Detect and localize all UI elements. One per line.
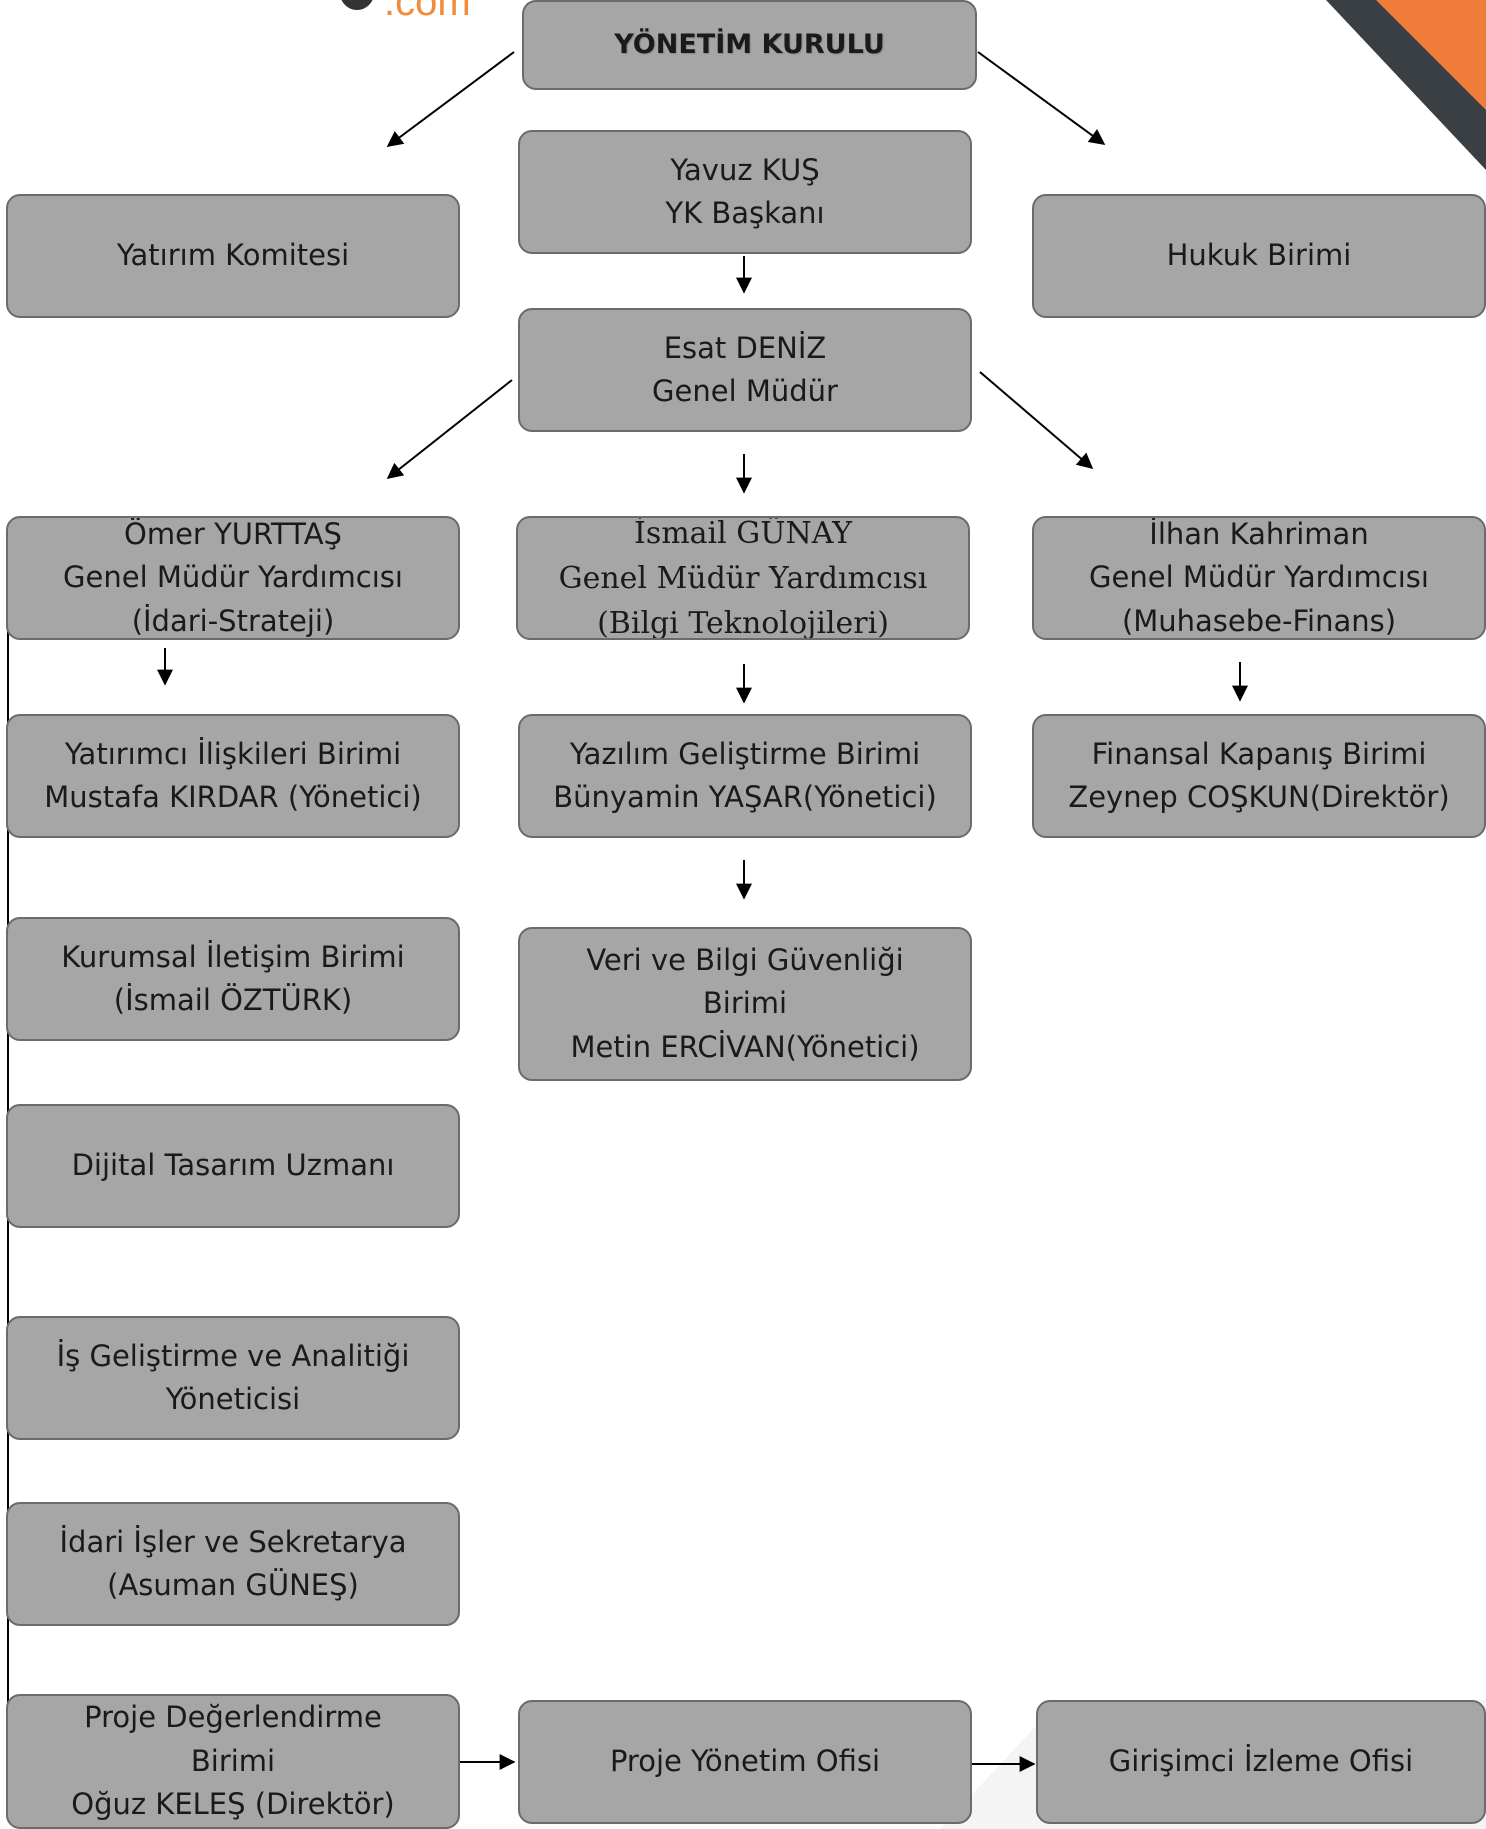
gmy-admin-line-3: (İdari-Strateji) [131, 603, 335, 638]
legal-unit-line-1: Hukuk Birimi [1166, 238, 1352, 273]
chairman-line-2: YK Başkanı [665, 196, 825, 230]
admin-affairs-line-2: (Asuman GÜNEŞ) [107, 1568, 359, 1602]
admin-affairs-line-1: İdari İşler ve Sekretarya [59, 1524, 407, 1559]
digital-design-box: Dijital Tasarım Uzmanı [6, 1104, 460, 1228]
gmy-finance-line-3: (Muhasebe-Finans) [1121, 603, 1397, 638]
project-eval-line-3: Oğuz KELEŞ (Direktör) [71, 1787, 395, 1822]
board-line-1: YÖNETİM KURULU [614, 28, 885, 60]
general-manager-line-2: Genel Müdür [652, 374, 838, 408]
corporate-comm-line-2: (İsmail ÖZTÜRK) [113, 983, 353, 1017]
software-dev-line-1: Yazılım Geliştirme Birimi [569, 736, 921, 771]
data-security-line-3: Metin ERCİVAN(Yönetici) [570, 1029, 920, 1064]
gmy-admin-line-1: Ömer YURTTAŞ [124, 516, 342, 551]
business-dev-box: İş Geliştirme ve Analitiği Yöneticisi [6, 1316, 460, 1440]
financial-closing-line-1: Finansal Kapanış Birimi [1091, 736, 1427, 771]
pmo-line-1: Proje Yönetim Ofisi [609, 1744, 881, 1779]
legal-unit-box: Hukuk Birimi [1032, 194, 1486, 318]
admin-affairs-box: İdari İşler ve Sekretarya (Asuman GÜNEŞ) [6, 1502, 460, 1626]
arrow-board-to-committee [386, 51, 515, 147]
gmy-it-box: İsmail GÜNAY Genel Müdür Yardımcısı (Bil… [516, 516, 970, 640]
investment-committee-box: Yatırım Komitesi [6, 194, 460, 318]
entrepreneur-office-box: Girişimci İzleme Ofisi [1036, 1700, 1486, 1824]
general-manager-line-1: Esat DENİZ [663, 330, 827, 365]
digital-design-line-1: Dijital Tasarım Uzmanı [71, 1148, 395, 1183]
gmy-it-line-2: Genel Müdür Yardımcısı [558, 560, 928, 596]
investor-relations-line-1: Yatırımcı İlişkileri Birimi [64, 736, 402, 771]
chairman-line-1: Yavuz KUŞ [670, 152, 820, 187]
gmy-finance-line-1: İlhan Kahriman [1149, 516, 1369, 551]
software-dev-line-2: Bünyamin YAŞAR(Yönetici) [553, 780, 937, 814]
project-eval-line-2: Birimi [190, 1743, 276, 1778]
gmy-finance-line-2: Genel Müdür Yardımcısı [1089, 560, 1429, 595]
arrow-gm-to-gmy-admin [386, 379, 513, 479]
general-manager-box: Esat DENİZ Genel Müdür [518, 308, 972, 432]
gmy-finance-box: İlhan Kahriman Genel Müdür Yardımcısı (M… [1032, 516, 1486, 640]
investor-relations-box: Yatırımcı İlişkileri Birimi Mustafa KIRD… [6, 714, 460, 838]
gmy-it-line-3: (Bilgi Teknolojileri) [597, 605, 889, 640]
investment-committee-line-1: Yatırım Komitesi [116, 238, 350, 273]
business-dev-line-1: İş Geliştirme ve Analitiği [56, 1338, 410, 1373]
financial-closing-box: Finansal Kapanış Birimi Zeynep COŞKUN(Di… [1032, 714, 1486, 838]
pmo-box: Proje Yönetim Ofisi [518, 1700, 972, 1824]
corporate-comm-box: Kurumsal İletişim Birimi (İsmail ÖZTÜRK) [6, 917, 460, 1041]
corner-decoration [1326, 0, 1486, 170]
project-eval-box: Proje Değerlendirme Birimi Oğuz KELEŞ (D… [6, 1694, 460, 1829]
business-dev-line-2: Yöneticisi [165, 1382, 301, 1416]
gmy-admin-box: Ömer YURTTAŞ Genel Müdür Yardımcısı (İda… [6, 516, 460, 640]
corporate-comm-line-1: Kurumsal İletişim Birimi [61, 939, 405, 974]
data-security-line-2: Birimi [702, 986, 788, 1021]
logo: .com [340, 0, 510, 26]
gmy-admin-line-2: Genel Müdür Yardımcısı [63, 560, 403, 595]
investor-relations-line-2: Mustafa KIRDAR (Yönetici) [44, 780, 422, 814]
software-dev-box: Yazılım Geliştirme Birimi Bünyamin YAŞAR… [518, 714, 972, 838]
gmy-it-line-1: İsmail GÜNAY [633, 516, 853, 551]
entrepreneur-office-line-1: Girişimci İzleme Ofisi [1108, 1744, 1414, 1779]
arrow-board-to-legal [977, 51, 1106, 145]
project-eval-line-1: Proje Değerlendirme [84, 1700, 382, 1735]
arrow-gm-to-gmy-finance [979, 371, 1094, 470]
data-security-line-1: Veri ve Bilgi Güvenliği [586, 942, 904, 977]
logo-text: .com [384, 0, 471, 24]
logo-mark-icon [340, 0, 374, 10]
chairman-box: Yavuz KUŞ YK Başkanı [518, 130, 972, 254]
data-security-box: Veri ve Bilgi Güvenliği Birimi Metin ERC… [518, 927, 972, 1081]
board-box: YÖNETİM KURULU [522, 0, 977, 90]
financial-closing-line-2: Zeynep COŞKUN(Direktör) [1068, 780, 1450, 814]
